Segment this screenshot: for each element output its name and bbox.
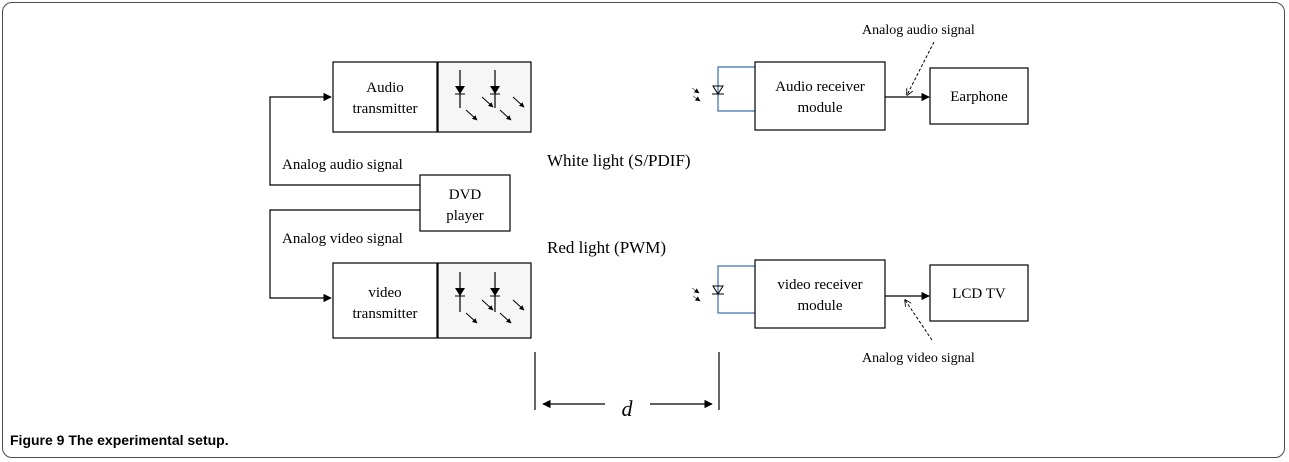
- audio-photodiode-icon: [691, 66, 755, 112]
- analog-video-signal-pointer: [905, 300, 933, 341]
- analog-video-signal-right-label: Analog video signal: [862, 351, 975, 366]
- audio-signal-path: [269, 92, 420, 186]
- caption-text: The experimental setup.: [68, 432, 229, 448]
- video-receiver-label-1: video receiver: [777, 277, 862, 293]
- audio-transmitter-label-1: Audio: [366, 80, 404, 96]
- audio-transmitter-label-2: transmitter: [353, 101, 418, 117]
- figure-caption: Figure 9 The experimental setup.: [10, 432, 229, 448]
- distance-label: d: [622, 396, 634, 421]
- dvd-player-label-1: DVD: [449, 187, 482, 203]
- white-light-label: White light (S/PDIF): [547, 151, 691, 170]
- analog-video-signal-left-label: Analog video signal: [282, 231, 403, 247]
- audio-receiver-label-2: module: [798, 100, 843, 116]
- lcd-tv-block: LCD TV: [929, 264, 1029, 322]
- audio-receiver-block: Audio receiver module: [754, 61, 886, 131]
- video-receiver-block: video receiver module: [754, 259, 886, 329]
- audio-led-array-icon: [437, 61, 532, 133]
- video-photodiode-icon: [691, 265, 755, 314]
- earphone-label: Earphone: [950, 89, 1008, 105]
- dvd-player-block: DVD player: [419, 174, 511, 232]
- video-transmitter-label-1: video: [368, 285, 401, 301]
- dvd-player-label-2: player: [446, 208, 483, 224]
- distance-marker: d: [534, 352, 720, 421]
- caption-label: Figure 9: [10, 432, 65, 448]
- video-led-array-icon: [437, 262, 532, 339]
- analog-audio-signal-right-label: Analog audio signal: [862, 23, 975, 38]
- video-transmitter-block: video transmitter: [332, 262, 438, 339]
- video-receiver-label-2: module: [798, 298, 843, 314]
- lcd-tv-label: LCD TV: [952, 286, 1006, 302]
- red-light-label: Red light (PWM): [547, 238, 666, 257]
- earphone-block: Earphone: [929, 67, 1029, 125]
- analog-audio-signal-left-label: Analog audio signal: [282, 157, 403, 173]
- video-transmitter-label-2: transmitter: [353, 306, 418, 322]
- audio-transmitter-block: Audio transmitter: [332, 61, 438, 133]
- video-signal-path: [269, 209, 420, 303]
- audio-receiver-label-1: Audio receiver: [775, 79, 865, 95]
